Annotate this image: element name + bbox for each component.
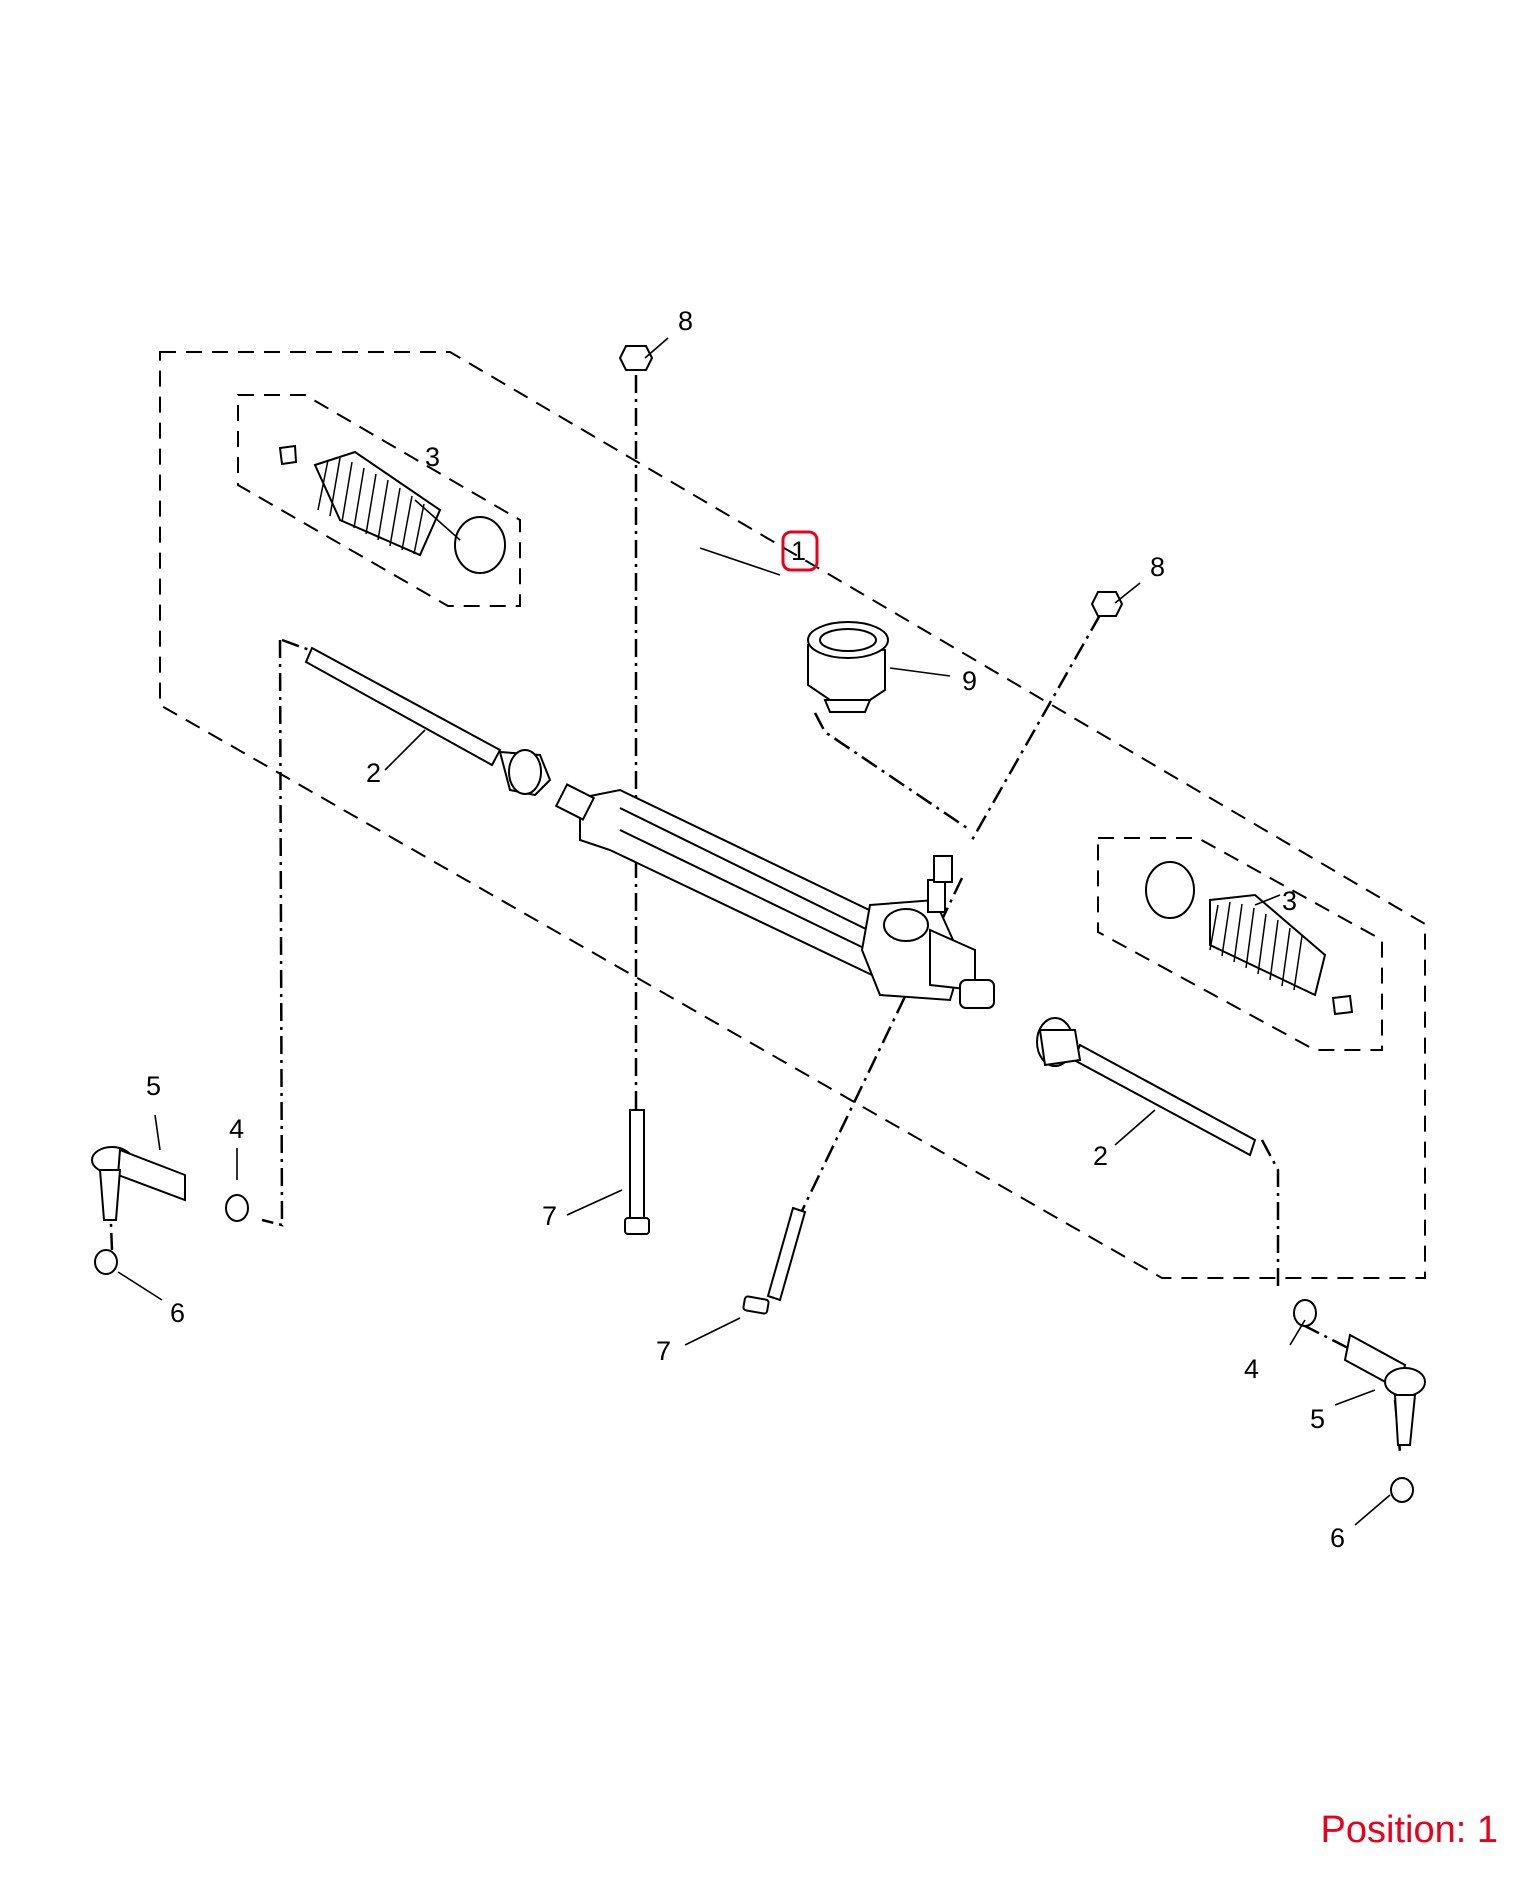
lock-nut-left — [94, 1249, 118, 1275]
inner-tie-rod-right — [1036, 1017, 1257, 1157]
callout-6-left[interactable]: 6 — [170, 1298, 185, 1328]
position-label: Position: 1 — [1320, 1809, 1498, 1851]
callout-3-left[interactable]: 3 — [425, 442, 440, 472]
callout-7-right[interactable]: 7 — [656, 1336, 671, 1366]
callout-7-left[interactable]: 7 — [542, 1201, 557, 1231]
outer-tie-rod-end-right — [1343, 1333, 1426, 1446]
inner-tie-rod-left — [304, 646, 552, 797]
bolt-right — [742, 1206, 807, 1315]
boot-left — [278, 444, 506, 574]
boot-right — [1145, 861, 1354, 1016]
callout-4-left[interactable]: 4 — [229, 1114, 244, 1144]
callout-2-left[interactable]: 2 — [366, 758, 381, 788]
callout-8-right[interactable]: 8 — [1150, 552, 1165, 582]
callout-6-right[interactable]: 6 — [1330, 1523, 1345, 1553]
callout-3-right[interactable]: 3 — [1282, 886, 1297, 916]
bushing — [807, 621, 889, 713]
bolt-left — [624, 1109, 650, 1235]
callout-1[interactable]: 1 — [791, 536, 806, 566]
steering-rack-housing — [554, 783, 995, 1009]
callout-8-left[interactable]: 8 — [678, 306, 693, 336]
callout-4-right[interactable]: 4 — [1244, 1354, 1259, 1384]
boot-kit-right-boundary — [1097, 837, 1383, 1051]
nut-right — [1293, 1299, 1317, 1327]
callout-2-right[interactable]: 2 — [1093, 1141, 1108, 1171]
flange-nut-left — [618, 345, 654, 371]
lock-nut-right — [1390, 1477, 1414, 1503]
flange-nut-right — [1090, 591, 1124, 617]
selected-callout-highlight — [781, 530, 819, 572]
callout-5-left[interactable]: 5 — [146, 1071, 161, 1101]
leader-lines — [117, 337, 1391, 1526]
nut-left — [225, 1194, 249, 1222]
callout-5-right[interactable]: 5 — [1310, 1404, 1325, 1434]
assembly-boundary — [159, 351, 1426, 1279]
outer-tie-rod-end-left — [91, 1146, 186, 1221]
boot-kit-left-boundary — [237, 394, 521, 607]
callout-9[interactable]: 9 — [962, 666, 977, 696]
